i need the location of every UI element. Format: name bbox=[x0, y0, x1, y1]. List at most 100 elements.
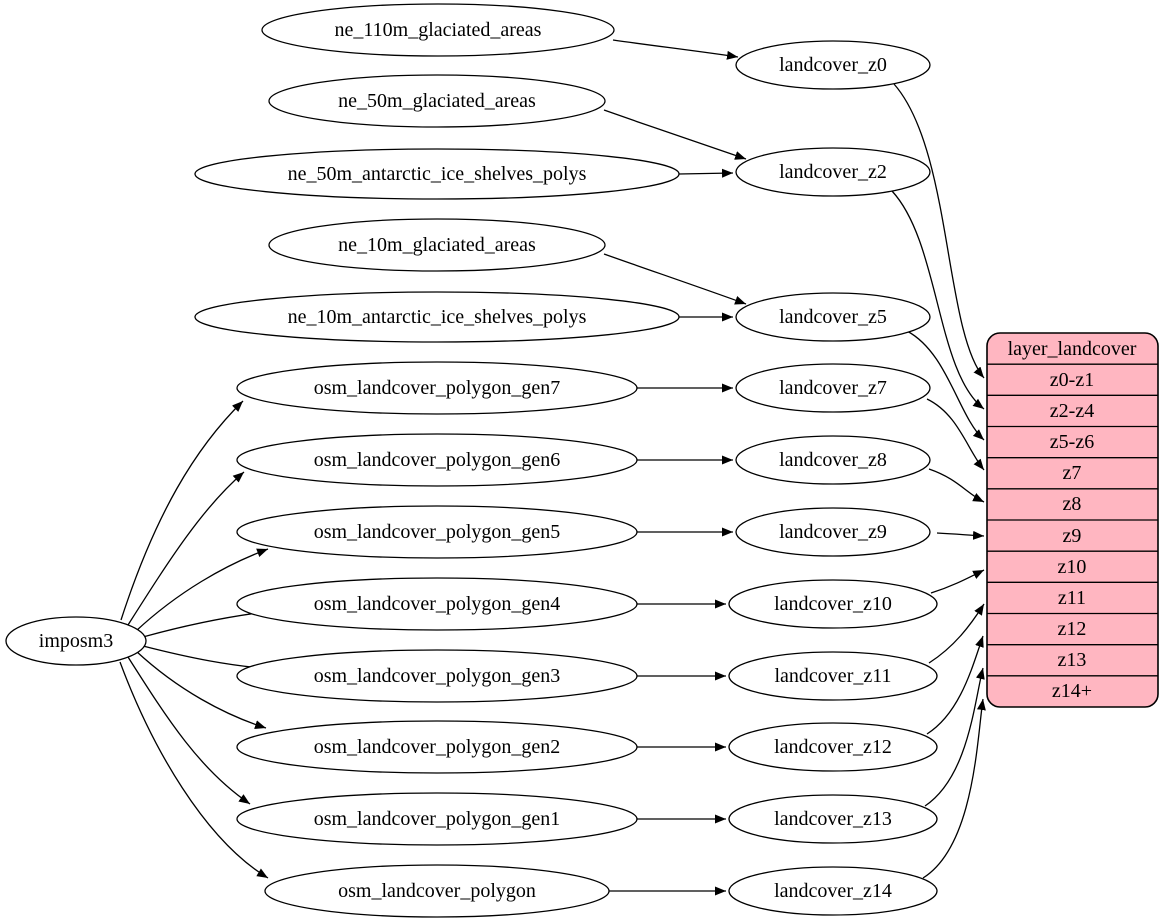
node-osm-landcover-polygon-gen4: osm_landcover_polygon_gen4 bbox=[236, 577, 638, 631]
edge-z14-to-row-z14 bbox=[922, 698, 986, 879]
node-ellipse bbox=[236, 792, 638, 846]
node-ne-10m-glaciated-areas: ne_10m_glaciated_areas bbox=[268, 218, 606, 272]
node-label: osm_landcover_polygon_gen7 bbox=[314, 377, 561, 399]
edge-z7-to-row-z7 bbox=[926, 398, 985, 471]
layer-row-z0-z1: z0-z1 bbox=[1050, 369, 1094, 391]
node-ellipse bbox=[735, 147, 931, 197]
edge-z5-to-row-z5-z6 bbox=[906, 330, 985, 441]
layer-row-z11: z11 bbox=[1058, 587, 1086, 609]
node-osm-landcover-polygon-gen2: osm_landcover_polygon_gen2 bbox=[236, 720, 638, 774]
node-ellipse bbox=[735, 292, 931, 342]
node-ellipse bbox=[728, 794, 938, 844]
layer-row-z10: z10 bbox=[1058, 556, 1087, 578]
node-label: osm_landcover_polygon_gen6 bbox=[314, 449, 561, 471]
node-label: landcover_z0 bbox=[779, 54, 887, 76]
node-landcover-z0: landcover_z0 bbox=[735, 40, 931, 90]
node-ellipse bbox=[728, 722, 938, 772]
node-label: ne_10m_glaciated_areas bbox=[338, 234, 536, 256]
node-label: landcover_z13 bbox=[774, 808, 892, 830]
node-landcover-z12: landcover_z12 bbox=[728, 722, 938, 772]
node-landcover-z11: landcover_z11 bbox=[728, 651, 938, 701]
node-landcover-z10: landcover_z10 bbox=[728, 579, 938, 629]
node-label: ne_50m_antarctic_ice_shelves_polys bbox=[288, 163, 587, 185]
node-landcover-z9: landcover_z9 bbox=[735, 507, 931, 557]
node-ellipse bbox=[728, 579, 938, 629]
edge-z10-to-row-z10 bbox=[930, 569, 985, 594]
node-label: landcover_z11 bbox=[775, 665, 892, 687]
node-label: osm_landcover_polygon_gen3 bbox=[314, 665, 561, 687]
node-label: osm_landcover_polygon_gen2 bbox=[314, 736, 561, 758]
node-label: landcover_z10 bbox=[774, 593, 892, 615]
edge-ne110m-to-z0 bbox=[612, 39, 739, 60]
edge-imposm3-to-gen2 bbox=[135, 650, 267, 729]
edge-z2-to-row-z2-z4 bbox=[891, 190, 985, 410]
layer-row-z9: z9 bbox=[1063, 525, 1082, 547]
node-ellipse bbox=[194, 148, 680, 200]
node-ellipse bbox=[236, 361, 638, 415]
edge-imposm3-to-gen1 bbox=[127, 656, 251, 805]
node-label: landcover_z5 bbox=[779, 306, 887, 328]
edge-z11-to-row-z11 bbox=[928, 603, 985, 664]
node-ellipse bbox=[194, 291, 680, 343]
layer-row-z14plus: z14+ bbox=[1052, 680, 1092, 702]
node-label: landcover_z14 bbox=[774, 880, 892, 902]
node-osm-landcover-polygon-gen1: osm_landcover_polygon_gen1 bbox=[236, 792, 638, 846]
layer-row-z2-z4: z2-z4 bbox=[1050, 400, 1094, 422]
edge-ne50m-antarctic-to-z2 bbox=[678, 168, 734, 178]
edge-ne10m-glaciated-to-z5 bbox=[603, 253, 747, 305]
layer-row-z12: z12 bbox=[1058, 618, 1087, 640]
layer-landcover-table: layer_landcover z0-z1 z2-z4 z5-z6 z7 z8 … bbox=[986, 332, 1159, 708]
node-ellipse bbox=[261, 3, 615, 57]
node-ellipse bbox=[728, 866, 938, 916]
node-label: osm_landcover_polygon_gen5 bbox=[314, 521, 561, 543]
layer-row-z8: z8 bbox=[1063, 493, 1082, 515]
node-label: osm_landcover_polygon bbox=[338, 880, 536, 902]
node-ne-50m-glaciated-areas: ne_50m_glaciated_areas bbox=[268, 74, 606, 128]
node-ellipse bbox=[735, 363, 931, 413]
node-ellipse bbox=[735, 435, 931, 485]
edge-imposm3-to-polygon bbox=[119, 661, 269, 879]
node-ellipse bbox=[236, 720, 638, 774]
node-ellipse bbox=[264, 864, 610, 918]
node-imposm3: imposm3 bbox=[5, 616, 147, 666]
node-ne-110m-glaciated-areas: ne_110m_glaciated_areas bbox=[261, 3, 615, 57]
node-osm-landcover-polygon-gen6: osm_landcover_polygon_gen6 bbox=[236, 433, 638, 487]
node-label: ne_10m_antarctic_ice_shelves_polys bbox=[288, 306, 587, 328]
node-ellipse bbox=[268, 74, 606, 128]
node-ellipse bbox=[236, 577, 638, 631]
edge-ne50m-glaciated-to-z2 bbox=[603, 109, 747, 160]
edge-imposm3-to-gen7 bbox=[120, 400, 244, 621]
edge-imposm3-to-gen5 bbox=[135, 548, 269, 632]
node-landcover-z7: landcover_z7 bbox=[735, 363, 931, 413]
edge-z9-to-row-z9 bbox=[936, 530, 985, 540]
layer-row-z13: z13 bbox=[1058, 649, 1087, 671]
node-ellipse bbox=[728, 651, 938, 701]
node-osm-landcover-polygon-gen3: osm_landcover_polygon_gen3 bbox=[236, 649, 638, 703]
node-label: osm_landcover_polygon_gen1 bbox=[314, 808, 561, 830]
node-label: landcover_z7 bbox=[779, 377, 887, 399]
node-label: landcover_z8 bbox=[779, 449, 887, 471]
edge-z13-to-row-z13 bbox=[924, 667, 985, 807]
node-label: landcover_z9 bbox=[779, 521, 887, 543]
node-imposm3-ellipse bbox=[5, 616, 147, 666]
layer-row-z5-z6: z5-z6 bbox=[1050, 431, 1094, 453]
node-label: ne_50m_glaciated_areas bbox=[338, 90, 536, 112]
node-ellipse bbox=[268, 218, 606, 272]
node-imposm3-label: imposm3 bbox=[39, 630, 113, 652]
node-ellipse bbox=[735, 40, 931, 90]
node-label: osm_landcover_polygon_gen4 bbox=[314, 593, 561, 615]
edge-z12-to-row-z12 bbox=[926, 635, 984, 735]
node-label: ne_110m_glaciated_areas bbox=[335, 19, 542, 41]
node-label: landcover_z2 bbox=[779, 161, 887, 183]
node-ellipse bbox=[735, 507, 931, 557]
edges-layer bbox=[119, 39, 986, 896]
node-landcover-z14: landcover_z14 bbox=[728, 866, 938, 916]
node-osm-landcover-polygon-gen5: osm_landcover_polygon_gen5 bbox=[236, 505, 638, 559]
layer-row-z7: z7 bbox=[1063, 462, 1082, 484]
edge-z0-to-row-z0-z1 bbox=[893, 83, 985, 379]
node-ellipse bbox=[236, 433, 638, 487]
node-landcover-z5: landcover_z5 bbox=[735, 292, 931, 342]
edge-imposm3-to-gen6 bbox=[127, 471, 245, 626]
